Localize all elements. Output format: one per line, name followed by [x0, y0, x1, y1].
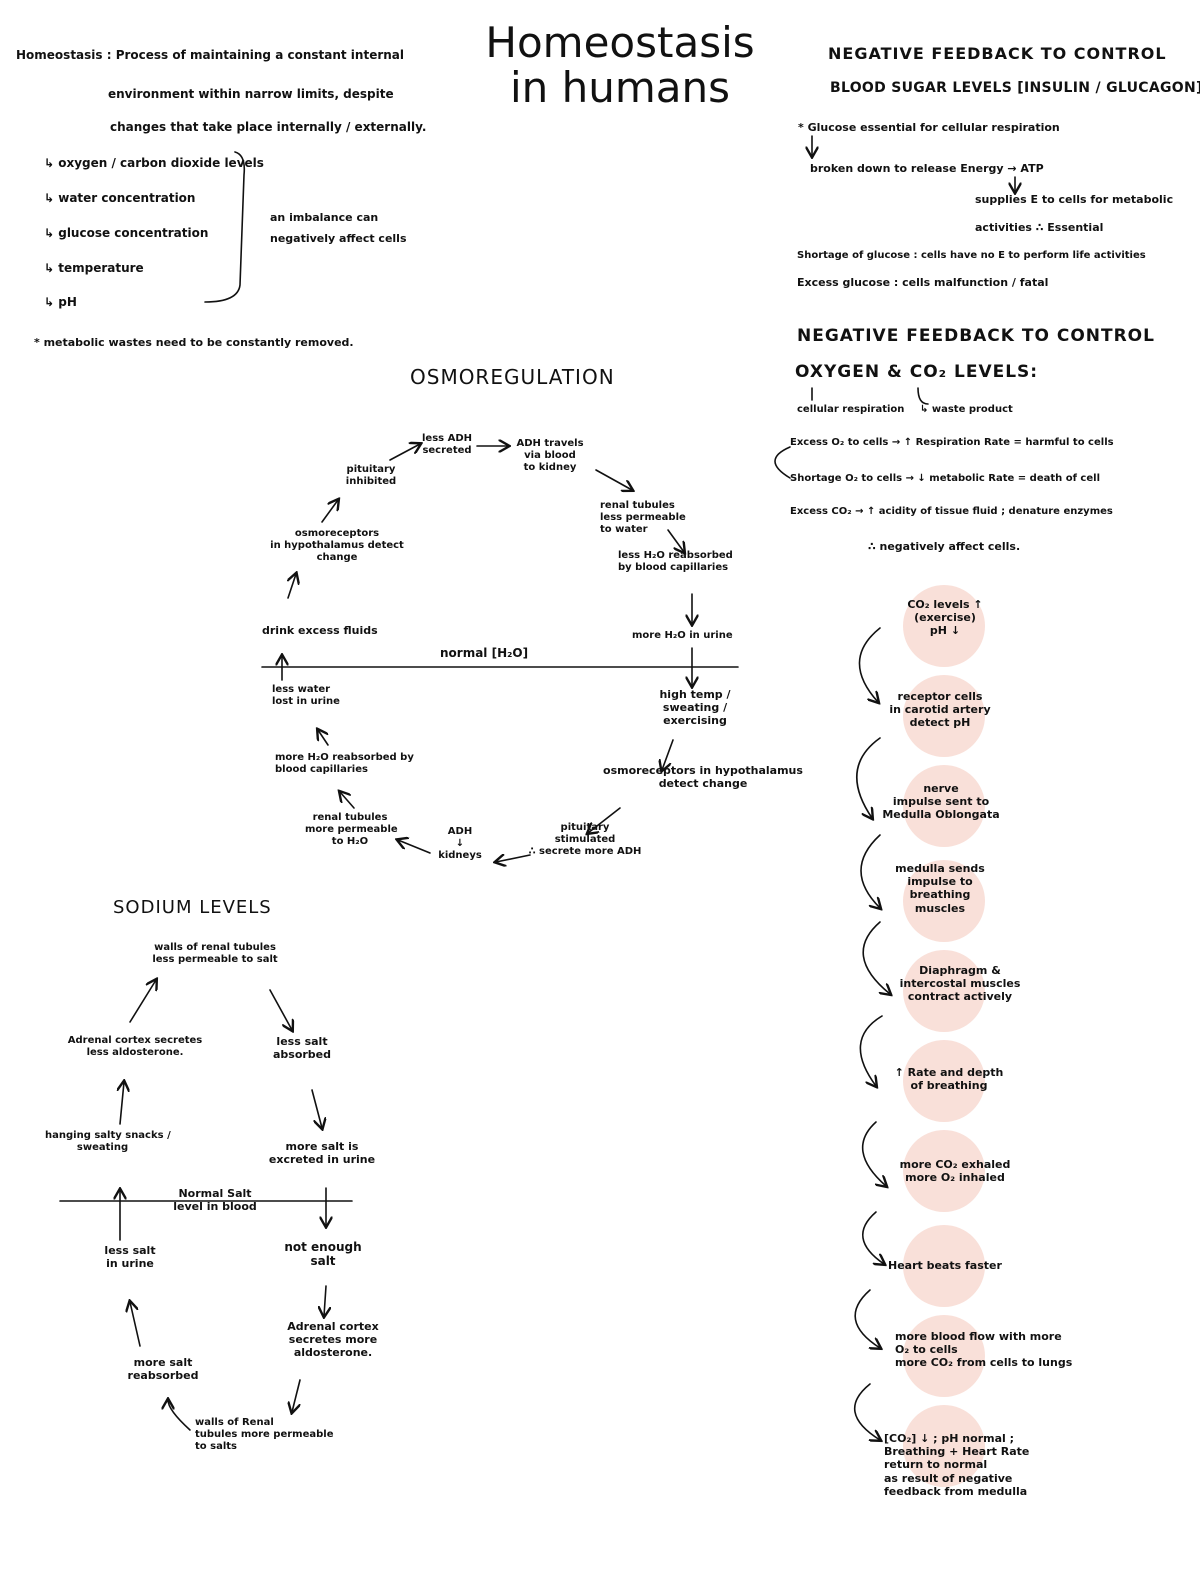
co2-step-2: receptor cells in carotid artery detect … [889, 690, 991, 730]
osmo-adh-travels: ADH travels via blood to kidney [516, 438, 584, 473]
co2-step-3: nerve impulse sent to Medulla Oblongata [882, 782, 1000, 822]
osmo-osmoreceptors-change: osmoreceptors in hypothalamus detect cha… [270, 528, 404, 563]
co2-step-7: more CO₂ exhaled more O₂ inhaled [899, 1158, 1011, 1185]
excess-oxygen: Excess O₂ to cells → ↑ Respiration Rate … [790, 437, 1114, 448]
flow-circle [903, 950, 985, 1032]
factor-water: ↳ water concentration [44, 191, 196, 205]
glucose-line-4: activities ∴ Essential [975, 221, 1104, 234]
sodium-salty-snacks: hanging salty snacks / sweating [45, 1130, 171, 1153]
flow-circle [903, 1130, 985, 1212]
osmo-less-water-lost: less water lost in urine [272, 684, 340, 707]
osmo-adh-kidneys: ADH ↓ kidneys [438, 826, 482, 861]
glucose-line-3: supplies E to cells for metabolic [975, 193, 1174, 206]
glucose-excess: Excess glucose : cells malfunction / fat… [797, 276, 1049, 289]
sodium-more-aldosterone: Adrenal cortex secretes more aldosterone… [287, 1320, 379, 1360]
factor-temperature: ↳ temperature [44, 261, 144, 275]
sodium-normal-label: Normal Salt level in blood [173, 1187, 257, 1214]
co2-step-10: [CO₂] ↓ ; pH normal ; Breathing + Heart … [884, 1432, 1030, 1498]
oxygen-heading-1: NEGATIVE FEEDBACK TO CONTROL [797, 326, 1155, 346]
brace-note: an imbalance can negatively affect cells [270, 211, 407, 245]
osmoregulation-heading: OSMOREGULATION [410, 365, 615, 389]
brace-icon [204, 151, 246, 303]
osmo-more-water-urine: more H₂O in urine [632, 630, 733, 641]
sodium-less-aldosterone: Adrenal cortex secretes less aldosterone… [67, 1035, 203, 1058]
co2-step-6: ↑ Rate and depth of breathing [894, 1066, 1004, 1093]
blood-sugar-heading-1: NEGATIVE FEEDBACK TO CONTROL [828, 44, 1167, 63]
sodium-not-enough: not enough salt [284, 1240, 362, 1269]
waste-product-sub: ↳ waste product [920, 404, 1013, 415]
glucose-line-2: broken down to release Energy → ATP [810, 162, 1044, 175]
flow-circle [903, 1040, 985, 1122]
sodium-heading: SODIUM LEVELS [113, 897, 272, 918]
osmo-normal-label: normal [H₂O] [440, 646, 529, 660]
sodium-less-absorbed: less salt absorbed [272, 1035, 332, 1062]
flow-circle [903, 765, 985, 847]
negative-effect-note: ∴ negatively affect cells. [868, 540, 1021, 553]
osmo-drink-fluids: drink excess fluids [262, 624, 378, 637]
osmo-more-reabsorbed: more H₂O reabsorbed by blood capillaries [275, 752, 414, 775]
osmo-less-reabsorbed: less H₂O reabsorbed by blood capillaries [618, 550, 733, 573]
osmo-tubules-less-permeable: renal tubules less permeable to water [600, 500, 686, 535]
factor-oxygen: ↳ oxygen / carbon dioxide levels [44, 156, 264, 170]
factor-ph: ↳ pH [44, 295, 77, 309]
co2-step-8: Heart beats faster [888, 1259, 1002, 1272]
respiration-sub: cellular respiration [797, 404, 905, 415]
flow-circle [903, 1225, 985, 1307]
osmo-high-temp: high temp / sweating / exercising [659, 688, 731, 728]
osmo-osmoreceptors-detect: osmoreceptors in hypothalamus detect cha… [603, 764, 803, 791]
osmo-pituitary-stimulated: pituitary stimulated ∴ secrete more ADH [528, 822, 642, 857]
co2-step-9: more blood flow with more O₂ to cells mo… [895, 1330, 1073, 1370]
osmo-tubules-more-permeable: renal tubules more permeable to H₂O [305, 812, 398, 847]
flow-circle [903, 675, 985, 757]
flow-circle [903, 860, 985, 942]
factor-glucose: ↳ glucose concentration [44, 226, 209, 240]
flow-circle [903, 585, 985, 667]
blood-sugar-heading-2: BLOOD SUGAR LEVELS [INSULIN / GLUCAGON] [830, 80, 1200, 96]
sodium-walls-more-permeable: walls of Renal tubules more permeable to… [195, 1417, 334, 1452]
excess-co2: Excess CO₂ → ↑ acidity of tissue fluid ;… [790, 506, 1113, 517]
shortage-oxygen: Shortage O₂ to cells → ↓ metabolic Rate … [790, 473, 1100, 484]
co2-step-1: CO₂ levels ↑ (exercise) pH ↓ [907, 598, 983, 638]
glucose-line-1: * Glucose essential for cellular respira… [798, 121, 1060, 134]
oxygen-heading-2: OXYGEN & CO₂ LEVELS: [795, 362, 1039, 382]
sodium-more-excreted: more salt is excreted in urine [268, 1140, 376, 1167]
metabolic-waste-note: * metabolic wastes need to be constantly… [34, 336, 354, 349]
definition-line-3: changes that take place internally / ext… [110, 120, 427, 134]
co2-step-5: Diaphragm & intercostal muscles contract… [899, 964, 1021, 1004]
definition-line-2: environment within narrow limits, despit… [108, 87, 394, 101]
sodium-walls-less-permeable: walls of renal tubules less permeable to… [152, 942, 278, 965]
co2-step-4: medulla sends impulse to breathing muscl… [895, 862, 985, 915]
glucose-shortage: Shortage of glucose : cells have no E to… [797, 250, 1146, 261]
flow-circle [903, 1405, 985, 1487]
flow-circle [903, 1315, 985, 1397]
definition-line-1: Homeostasis : Process of maintaining a c… [16, 48, 405, 62]
osmo-less-adh: less ADH secreted [421, 433, 472, 456]
page-title: Homeostasis in humans [485, 18, 755, 113]
sodium-less-in-urine: less salt in urine [104, 1244, 156, 1271]
osmo-pituitary-inhibited: pituitary inhibited [345, 464, 397, 487]
sodium-more-reabsorbed: more salt reabsorbed [127, 1356, 199, 1383]
